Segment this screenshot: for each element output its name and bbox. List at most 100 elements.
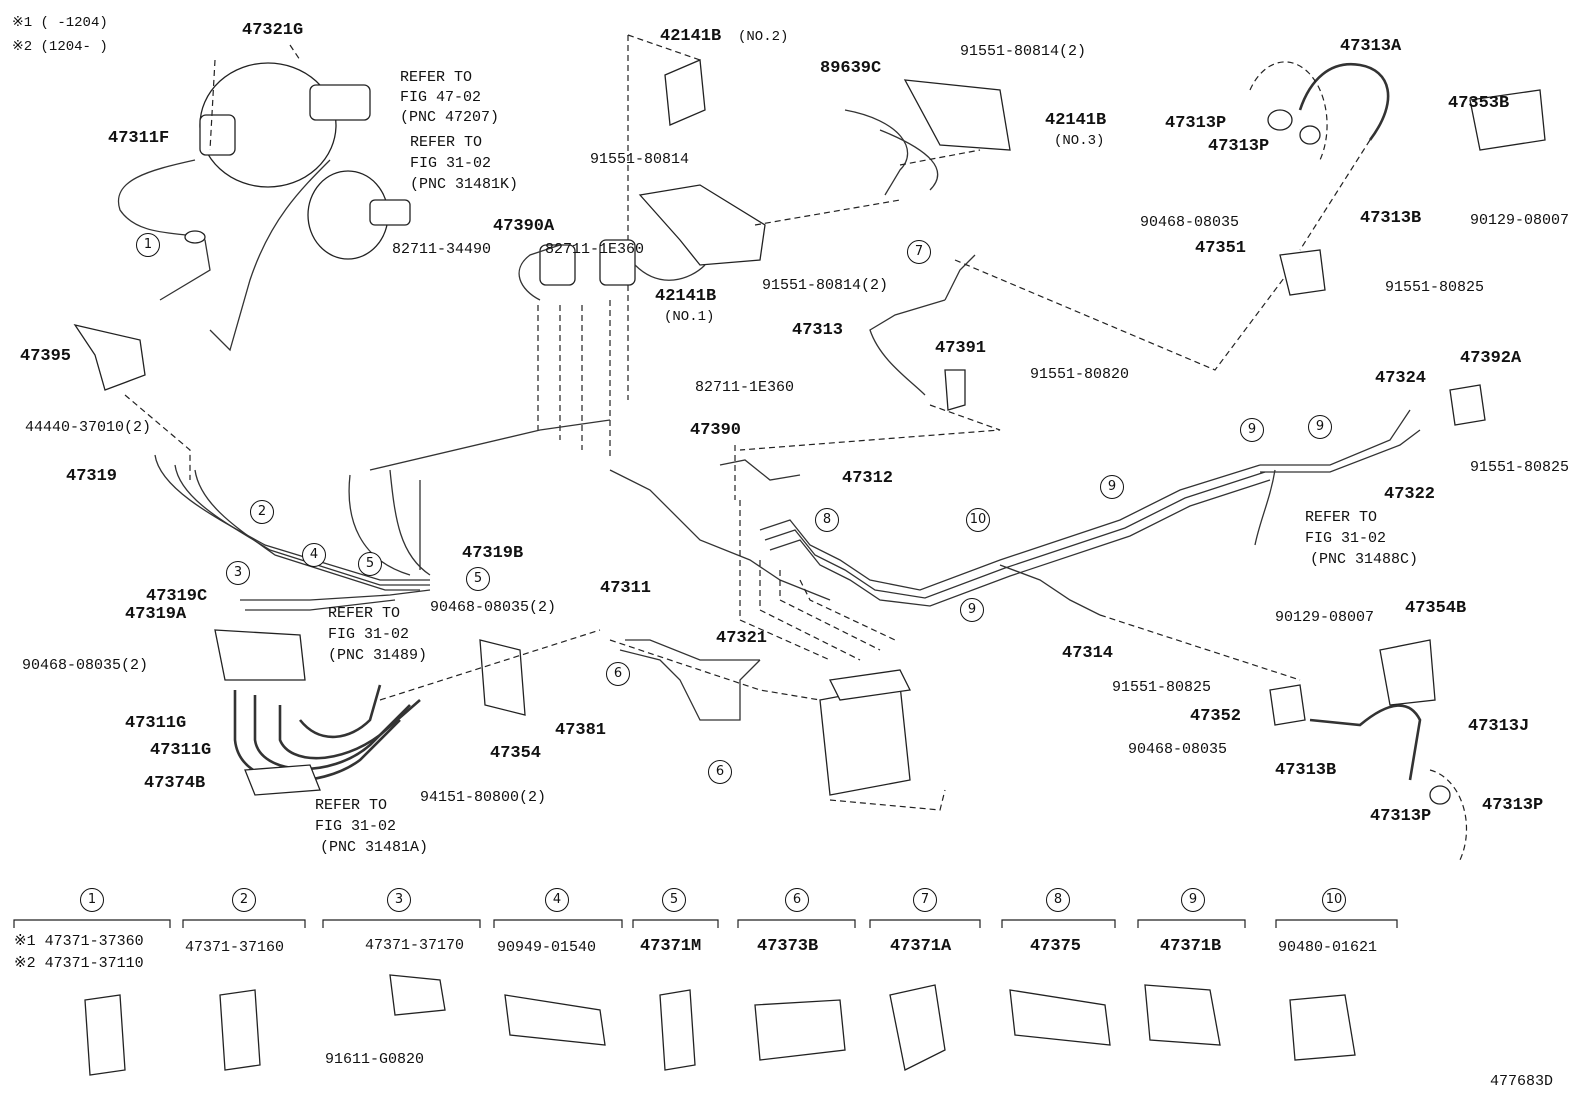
figure-id: 477683D [1490,1073,1554,1090]
refer-3c: (PNC 31489) [328,647,428,664]
legend-4-line1: 90949-01540 [497,939,597,956]
callout-9a: 9 [1240,418,1264,442]
legend-6-line1: 47373B [757,937,819,956]
label-42141b-no1: 42141B [655,287,717,306]
legend-2-line1: 47371-37160 [185,939,285,956]
label-47395: 47395 [20,347,72,366]
label-47381: 47381 [555,721,607,740]
callout-9d: 9 [960,598,984,622]
refer-4b: FIG 31-02 [315,818,397,835]
callout-10: 10 [966,508,990,532]
legend-callout-9: 9 [1181,888,1205,912]
hose-47313j [1309,704,1468,861]
label-47374b: 47374B [144,774,206,793]
label-47319a: 47319A [125,605,187,624]
legend-1-line2: ※2 47371-37110 [14,955,144,972]
sensor-47390a [518,239,706,301]
label-47322: 47322 [1384,485,1436,504]
refer-5c: (PNC 31488C) [1310,551,1419,568]
label-91551-80825-b: 91551-80825 [1470,459,1570,476]
harness-89639c [844,79,1011,196]
label-44440: 44440-37010(2) [25,419,152,436]
callout-3: 3 [226,561,250,585]
legend-9-line1: 47371B [1160,937,1222,956]
label-47321: 47321 [716,629,768,648]
label-90129-a: 90129-08007 [1470,212,1570,229]
label-47313b-2: 47313B [1275,761,1337,780]
callout-6b: 6 [708,760,732,784]
legend-callout-8: 8 [1046,888,1070,912]
label-47313b-1: 47313B [1360,209,1422,228]
label-47324: 47324 [1375,369,1427,388]
legend-callout-2: 2 [232,888,256,912]
legend-5-line1: 47371M [640,937,702,956]
label-47313a: 47313A [1340,37,1402,56]
legend-callout-3: 3 [387,888,411,912]
label-90468-2a: 90468-08035(2) [430,599,557,616]
abs-actuator [819,669,946,811]
label-47390: 47390 [690,421,742,440]
label-91551-80814-2a: 91551-80814(2) [960,43,1087,60]
refer-1a: REFER TO [400,69,473,86]
label-90468-b: 90468-08035 [1128,741,1228,758]
refer-4a: REFER TO [315,797,388,814]
label-42141b-no2: 42141B [660,27,722,46]
legend-callout-5: 5 [662,888,686,912]
label-94151: 94151-80800(2) [420,789,547,806]
callout-5b: 5 [466,567,490,591]
label-47313p-3: 47313P [1482,796,1544,815]
label-47311f: 47311F [108,129,170,148]
legend-3-extra: 91611-G0820 [325,1051,425,1068]
label-90129-b: 90129-08007 [1275,609,1375,626]
label-47311g-1: 47311G [125,714,187,733]
label-42141b-no1-sub: (NO.1) [664,309,715,325]
label-82711-34490: 82711-34490 [392,241,492,258]
label-47313: 47313 [792,321,844,340]
label-82711-1e360-b: 82711-1E360 [695,379,795,396]
label-91551-80814: 91551-80814 [590,151,690,168]
legend-3-line1: 47371-37170 [365,937,465,954]
label-47311: 47311 [600,579,652,598]
refer-2b: FIG 31-02 [410,155,492,172]
callout-6a: 6 [606,662,630,686]
callout-8: 8 [815,508,839,532]
label-91551-80820: 91551-80820 [1030,366,1130,383]
legend-10-line1: 90480-01621 [1278,939,1378,956]
legend-1-line1: ※1 47371-37360 [14,933,144,950]
label-47354: 47354 [490,744,542,763]
legend-callout-6: 6 [785,888,809,912]
label-47353b: 47353B [1448,94,1510,113]
bracket-47395 [73,323,191,480]
label-47392a: 47392A [1460,349,1522,368]
label-47312: 47312 [842,469,894,488]
label-47352: 47352 [1190,707,1242,726]
refer-5a: REFER TO [1305,509,1378,526]
refer-4c: (PNC 31481A) [320,839,429,856]
note-1: ※1 ( -1204) [12,15,108,31]
label-90468-2b: 90468-08035(2) [22,657,149,674]
label-47354b: 47354B [1405,599,1467,618]
legend-8-line1: 47375 [1030,937,1082,956]
label-47313p-1: 47313P [1165,114,1227,133]
refer-1c: (PNC 47207) [400,109,500,126]
callout-5a: 5 [358,552,382,576]
legend-callout-1: 1 [80,888,104,912]
label-89639c: 89639C [820,59,882,78]
legend-callout-4: 4 [545,888,569,912]
label-47319b: 47319B [462,544,524,563]
label-91551-80825-a: 91551-80825 [1385,279,1485,296]
callout-9b: 9 [1308,415,1332,439]
label-42141b-no3-sub: (NO.3) [1054,133,1105,149]
hose-47313a [1249,61,1390,161]
legend-callout-10: 10 [1322,888,1346,912]
pipes-47319 [154,454,431,611]
label-47390a: 47390A [493,217,555,236]
refer-3b: FIG 31-02 [328,626,410,643]
callout-9c: 9 [1100,475,1124,499]
callout-2: 2 [250,500,274,524]
callout-1: 1 [136,233,160,257]
label-47351: 47351 [1195,239,1247,258]
label-90468-a: 90468-08035 [1140,214,1240,231]
label-47313p-2: 47313P [1208,137,1270,156]
